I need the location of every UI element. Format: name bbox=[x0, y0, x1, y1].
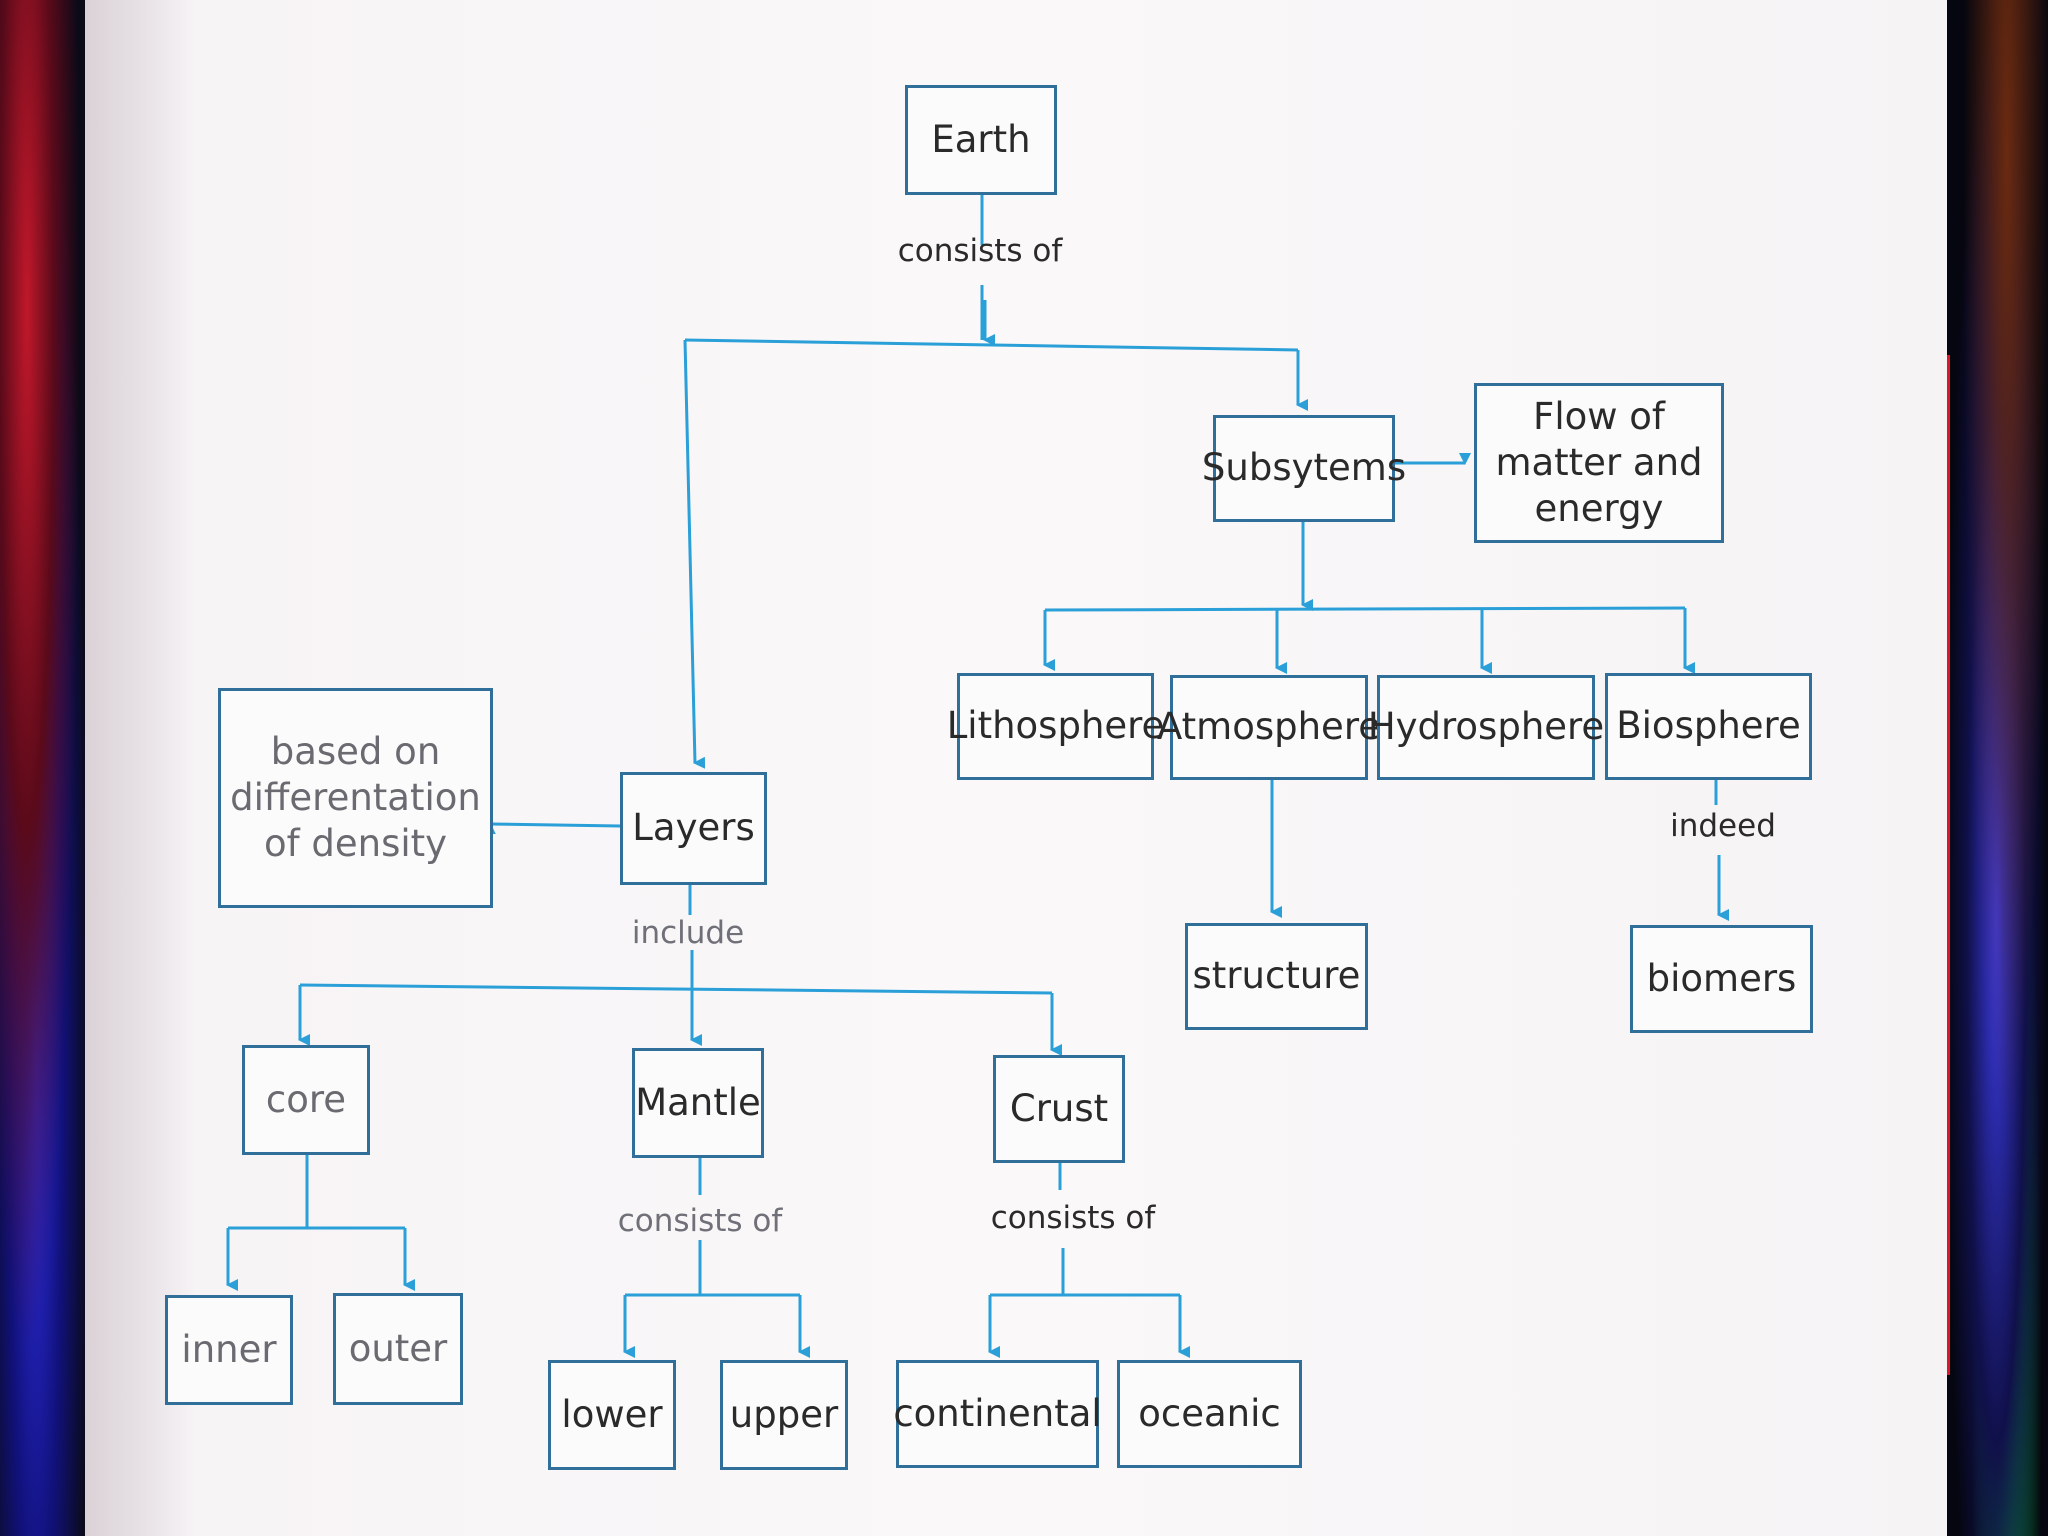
edge-label-earth-consists-of: consists of bbox=[897, 233, 1063, 269]
background-right-decoration bbox=[1945, 0, 2048, 1536]
edge-label-layers-include: include bbox=[631, 915, 745, 951]
node-core: core bbox=[242, 1045, 370, 1155]
node-upper: upper bbox=[720, 1360, 848, 1470]
node-outer: outer bbox=[333, 1293, 463, 1405]
node-hydrosphere: Hydrosphere bbox=[1368, 675, 1604, 780]
node-atmosphere: Atmosphere bbox=[1157, 675, 1381, 780]
node-earth: Earth bbox=[905, 85, 1057, 195]
node-inner: inner bbox=[165, 1295, 293, 1405]
node-mantle: Mantle bbox=[632, 1048, 764, 1158]
background-left-decoration bbox=[0, 0, 90, 1536]
node-biomers: biomers bbox=[1630, 925, 1813, 1033]
node-continental: continental bbox=[893, 1360, 1102, 1468]
node-biosphere: Biosphere bbox=[1605, 673, 1812, 780]
node-structure: structure bbox=[1185, 923, 1368, 1030]
edge-label-mantle-consists-of: consists of bbox=[617, 1203, 783, 1239]
node-lithosphere: Lithosphere bbox=[947, 673, 1164, 780]
page-binding-shadow bbox=[85, 0, 195, 1536]
page-edge-red-strip bbox=[1945, 355, 1950, 1375]
edge-label-biosphere-indeed: indeed bbox=[1670, 808, 1776, 844]
node-crust: Crust bbox=[993, 1055, 1125, 1163]
node-oceanic: oceanic bbox=[1117, 1360, 1302, 1468]
node-layers: Layers bbox=[620, 772, 767, 885]
node-lower: lower bbox=[548, 1360, 676, 1470]
edge-label-crust-consists-of: consists of bbox=[990, 1200, 1156, 1236]
node-density-basis: based on differentation of density bbox=[218, 688, 493, 908]
node-flow-of-matter-and-energy: Flow of matter and energy bbox=[1474, 383, 1724, 543]
node-subsystems: Subsytems bbox=[1202, 415, 1406, 522]
